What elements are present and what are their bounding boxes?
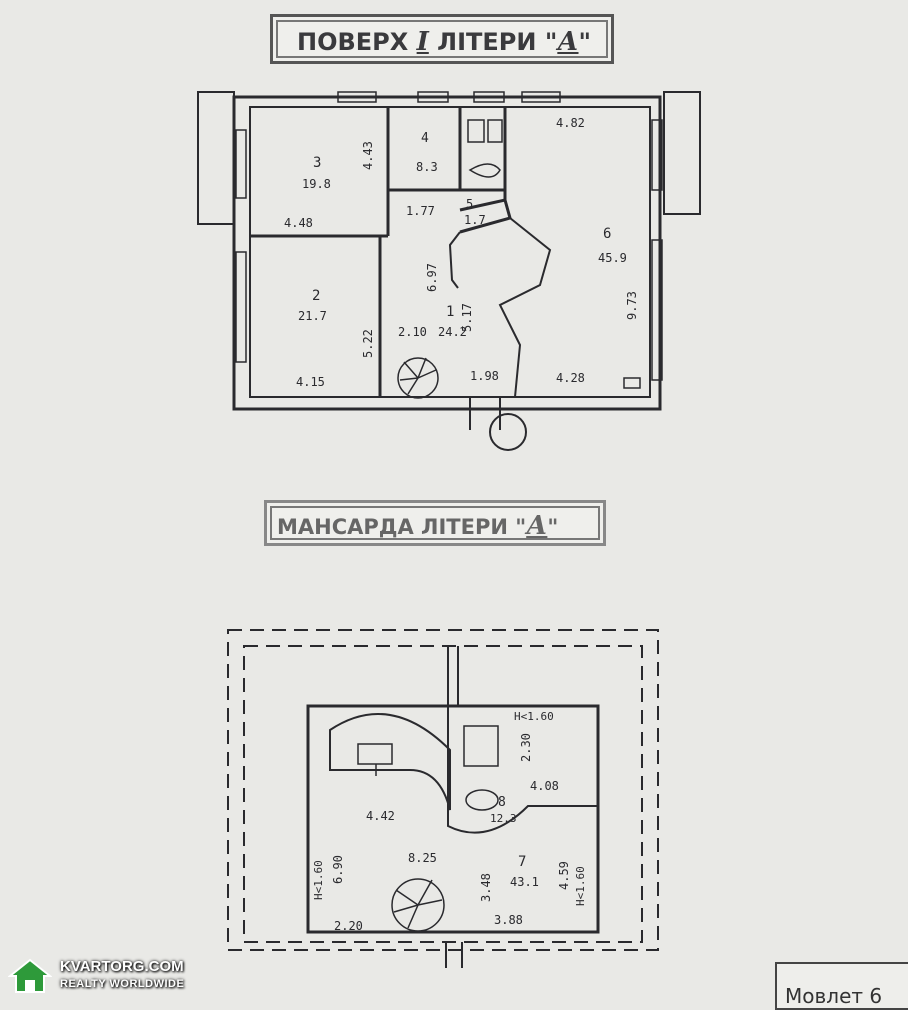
floor-inner-wall [249,106,651,398]
bathtub-icon [465,789,499,811]
dimension-label: H<1.60 [574,866,587,906]
room-1-area: 24.2 [438,325,467,339]
room-4-area: 8.3 [416,160,438,174]
toilet-icon [487,119,503,143]
attic-title-prefix: МАНСАРДА ЛІТЕРИ " [277,515,527,539]
attic-title-close: " [547,515,559,539]
attic-building-letter: А [526,511,548,541]
room-3-area: 19.8 [302,177,331,191]
dimension-label: 5.22 [361,329,375,358]
dimension-label: 2.20 [334,919,363,933]
room-5-area: 1.7 [464,213,486,227]
floor-title-close: " [578,28,592,56]
floor-plan-labels: 3 19.8 4 8.3 5 1.7 6 45.9 2 21.7 1 24.2 … [284,116,639,389]
dimension-label: 4.28 [556,371,585,385]
watermark-logo: KVARTORG.COM REALTY WORLDWIDE [8,956,238,996]
dimension-label: 4.82 [556,116,585,130]
dimension-label: 5.17 [460,303,474,332]
room-4-number: 4 [421,131,429,146]
room-6-area: 45.9 [598,251,627,265]
window-marks [235,91,663,381]
dimension-label: 2.30 [519,733,533,762]
attic-plan [227,629,659,968]
dimension-label: 9.73 [625,291,639,320]
dimension-label: 3.48 [479,873,493,902]
dimension-label: 4.59 [557,861,571,890]
spiral-stair-icon [397,357,439,399]
dimension-label: 4.15 [296,375,325,389]
radiator-icon [623,377,641,389]
toilet-icon [467,119,485,143]
dimension-label: 4.43 [361,141,375,170]
room-2-area: 21.7 [298,309,327,323]
entrance-porch-icon [489,413,527,451]
dimension-label: H<1.60 [514,710,554,723]
wall-1-6 [498,217,552,398]
attic-plan-labels: H<1.60 2.30 4.08 4.42 8 12.3 H<1.60 6.90… [312,710,587,933]
room-8-area: 12.3 [490,812,517,825]
watermark-tagline: REALTY WORLDWIDE [60,978,185,990]
dimension-label: 3.88 [494,913,523,927]
corner-stamp: Мовлет 6 [775,962,908,1010]
shower-icon [463,725,499,767]
right-bay-window [663,91,701,215]
attic-title-stamp: МАНСАРДА ЛІТЕРИ "А" [264,500,606,546]
floor-title-suffix: ЛІТЕРИ " [428,28,558,56]
attic-walls [306,704,600,934]
watermark-brand: KVARTORG.COM [60,958,184,975]
corner-stamp-text: Мовлет 6 [785,984,883,1008]
dimension-label: 4.08 [530,779,559,793]
floor-building-letter: А [557,27,579,57]
wall-corridor [448,231,461,289]
attic-inner-roofline [243,645,643,943]
dimension-label: 4.42 [366,809,395,823]
room-8-number: 8 [498,795,506,810]
room-5-number: 5 [466,197,473,211]
floor-title-prefix: ПОВЕРХ [297,28,417,56]
dimension-label: 4.48 [284,216,313,230]
room-7-area: 43.1 [510,875,539,889]
room-5-walls [459,198,512,234]
room-2-number: 2 [312,288,320,304]
floor-plan [197,91,701,451]
sink-icon [468,163,501,178]
floor-outer-wall [232,95,662,411]
dimension-label: 1.77 [406,204,435,218]
attic-curved-wall [329,713,451,811]
dimension-label: 8.25 [408,851,437,865]
floor-roman-number: І [416,27,429,57]
dimension-label: 2.10 [398,325,427,339]
left-bay-window [197,91,235,225]
room-7-number: 7 [518,854,526,870]
room-3-number: 3 [313,155,321,171]
attic-bathroom-wall [447,706,598,834]
dimension-label: H<1.60 [312,860,325,900]
room-6-number: 6 [603,226,611,242]
house-logo-icon [8,958,52,993]
floor-title-stamp: ПОВЕРХ І ЛІТЕРИ "А" [270,14,614,64]
dimension-label: 6.97 [425,263,439,292]
room-1-number: 1 [446,304,454,320]
dimension-label: 1.98 [470,369,499,383]
attic-spiral-stair-icon [391,878,445,932]
dimension-label: 6.90 [331,855,345,884]
skylight-icon [357,743,393,765]
